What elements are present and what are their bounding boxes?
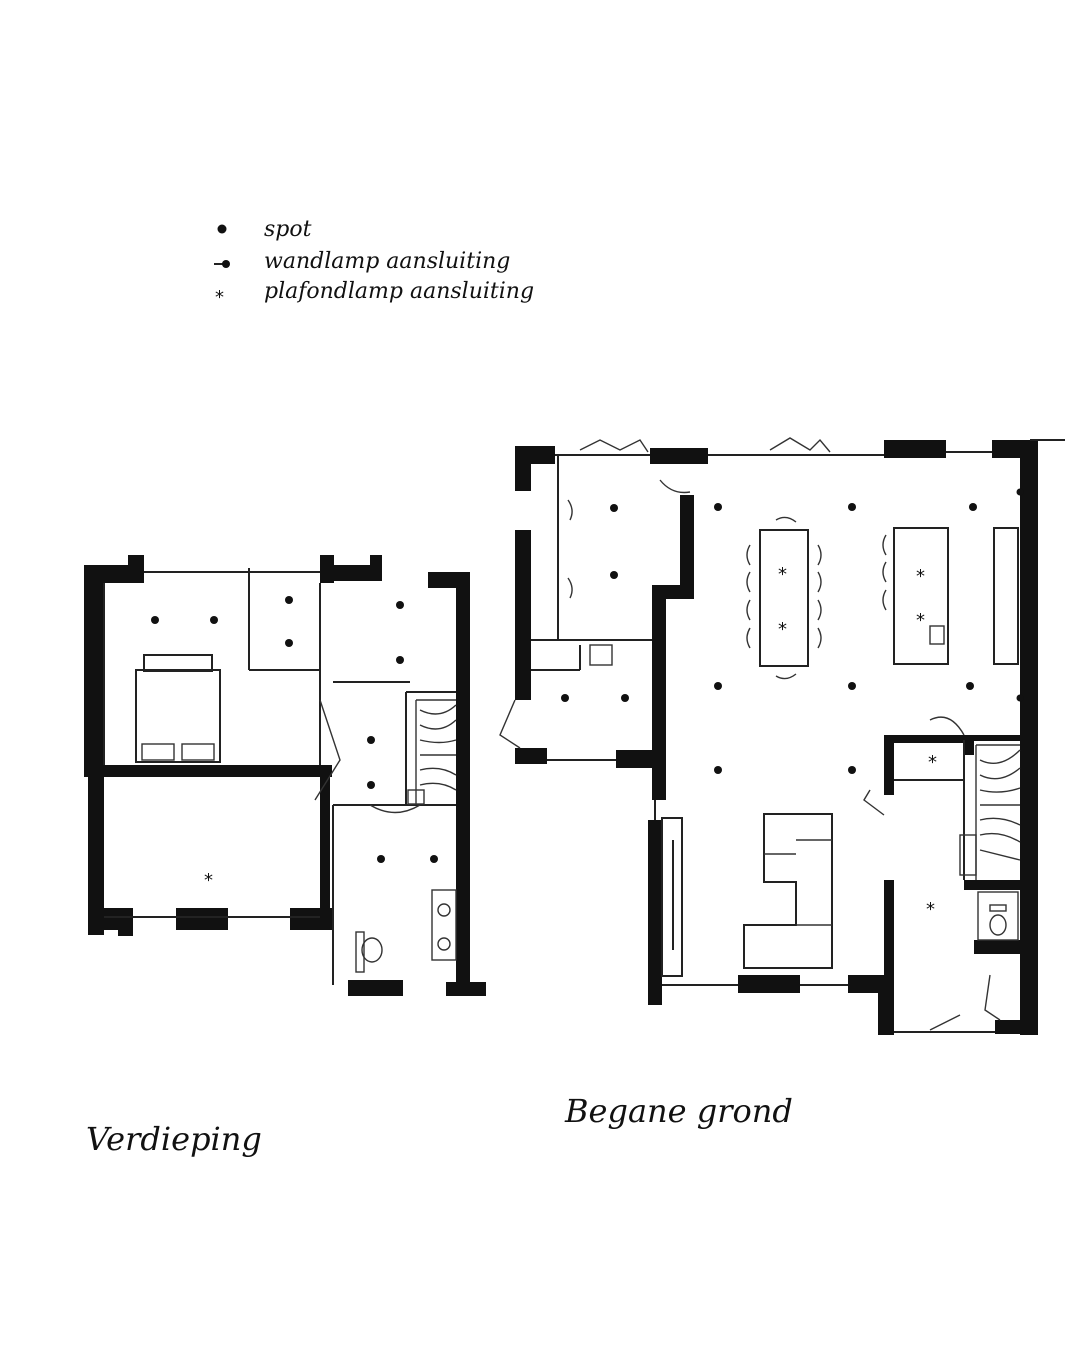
spot-icon (561, 694, 569, 702)
ceiling-lamp-icon: * (215, 287, 224, 308)
spot-icon (848, 503, 856, 511)
kitchen-counter (567, 499, 613, 666)
spot-icon (610, 571, 618, 579)
ceiling-lamp-icon: * (778, 619, 787, 640)
spot-icon (367, 736, 375, 744)
spot-icon (210, 616, 218, 624)
toilet (977, 891, 1019, 941)
spot-icon (367, 781, 375, 789)
dining-table (746, 516, 822, 680)
ceiling-lamp-icon: * (928, 752, 937, 773)
ground-floor-plan: * * * * * * (499, 437, 1065, 1035)
ground-floor-label: Begane grond (564, 1092, 793, 1130)
spot-icon (714, 766, 722, 774)
spot-icon (285, 639, 293, 647)
wall-lamp-icon (1016, 694, 1024, 702)
staircase (407, 699, 457, 805)
tv-unit (661, 817, 683, 977)
ceiling-lamp-icon: * (204, 870, 213, 891)
spot-icon (285, 596, 293, 604)
spot-icon (969, 503, 977, 511)
legend-wall-lamp-label: wandlamp aansluiting (264, 249, 510, 274)
legend: spot wandlamp aansluiting * plafondlamp … (214, 217, 534, 308)
upper-floor-plan: * (84, 555, 486, 996)
spot-icon (848, 766, 856, 774)
upper-floor-label: Verdieping (86, 1120, 262, 1158)
ceiling-lamp-icon: * (916, 610, 925, 631)
spot-icon (714, 503, 722, 511)
bathroom-fixtures (355, 889, 457, 973)
spot-icon (396, 656, 404, 664)
spot-icon (714, 682, 722, 690)
spot-icon (430, 855, 438, 863)
spot-icon (621, 694, 629, 702)
sofa (743, 813, 833, 969)
bed (135, 654, 221, 763)
staircase (959, 744, 1021, 880)
spot-icon (610, 504, 618, 512)
spot-icon (377, 855, 385, 863)
ceiling-lamp-icon: * (926, 899, 935, 920)
legend-ceiling-lamp-label: plafondlamp aansluiting (264, 279, 534, 304)
spot-icon (966, 682, 974, 690)
spot-icon (396, 601, 404, 609)
spot-icon (217, 224, 227, 234)
kitchen-island (882, 527, 1019, 665)
ceiling-lamp-icon: * (916, 566, 925, 587)
wall-lamp-icon (214, 260, 230, 268)
wall-lamp-icon (1016, 488, 1024, 496)
legend-spot-label: spot (264, 217, 312, 242)
spot-icon (848, 682, 856, 690)
ceiling-lamp-icon: * (778, 564, 787, 585)
spot-icon (151, 616, 159, 624)
